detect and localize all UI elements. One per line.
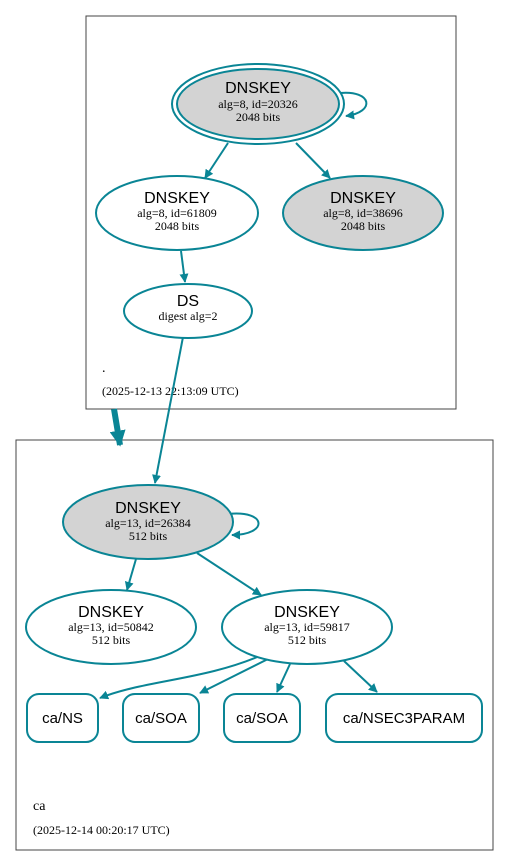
zone-root-name: . [102,361,106,376]
node-ca-zsk1-line2: 512 bits [92,633,131,647]
edge-ca-ksk-zsk2 [196,552,262,596]
node-ca-zsk2-title: DNSKEY [274,604,340,621]
node-root-ksk-title: DNSKEY [225,80,291,97]
node-root-ds-title: DS [177,293,199,310]
edge-ca-zsk2-soa2 [276,663,291,693]
node-ca-zsk1-line1: alg=13, id=50842 [68,620,154,634]
edge-root-ksk-zsk2 [295,142,331,179]
node-root-ksk-line1: alg=8, id=20326 [218,97,298,111]
node-ca-zsk2-line2: 512 bits [288,633,327,647]
node-ca-ksk-title: DNSKEY [115,500,181,517]
node-ca-ksk[interactable]: DNSKEY alg=13, id=26384 512 bits [62,484,234,560]
node-root-ksk[interactable]: DNSKEY alg=8, id=20326 2048 bits [171,63,345,145]
rrset-ca-soa-1-label: ca/SOA [135,710,187,727]
node-root-zsk2-line2: 2048 bits [341,219,386,233]
node-root-zsk2-title: DNSKEY [330,190,396,207]
node-root-ds-line1: digest alg=2 [158,309,217,323]
node-root-zsk2[interactable]: DNSKEY alg=8, id=38696 2048 bits [282,175,444,251]
rrset-ca-ns[interactable]: ca/NS [26,693,99,743]
rrset-ca-ns-label: ca/NS [42,710,83,727]
node-root-ksk-line2: 2048 bits [236,110,281,124]
edge-ca-ksk-zsk1 [124,558,137,591]
node-ca-zsk2-line1: alg=13, id=59817 [264,620,350,634]
node-root-zsk1-line1: alg=8, id=61809 [137,206,217,220]
rrset-ca-nsec3param[interactable]: ca/NSEC3PARAM [325,693,483,743]
edges [99,91,378,700]
node-root-zsk1-line2: 2048 bits [155,219,200,233]
edge-root-zsk1-ds [179,250,189,283]
edge-ca-zsk2-nsec3param [343,660,378,693]
edge-ca-zsk2-soa1 [199,658,269,694]
rrset-ca-soa-2-label: ca/SOA [236,710,288,727]
node-ca-zsk1[interactable]: DNSKEY alg=13, id=50842 512 bits [25,589,197,665]
node-ca-ksk-line2: 512 bits [129,529,168,543]
node-root-ds[interactable]: DS digest alg=2 [123,283,253,339]
edge-root-ksk-self [339,91,368,120]
zone-ca-name: ca [33,799,46,814]
edge-ca-zsk2-ns [99,654,263,700]
rrset-ca-nsec3param-label: ca/NSEC3PARAM [343,710,465,727]
node-ca-zsk1-title: DNSKEY [78,604,144,621]
node-root-zsk1-title: DNSKEY [144,190,210,207]
edge-root-ksk-zsk1 [204,142,229,179]
edge-ca-ksk-self [227,512,260,540]
zone-ca-timestamp: (2025-12-14 00:20:17 UTC) [33,823,170,837]
rrset-ca-soa-1[interactable]: ca/SOA [122,693,200,743]
delegation-edge-root-ca [109,408,126,447]
node-root-zsk1[interactable]: DNSKEY alg=8, id=61809 2048 bits [95,175,259,251]
zone-root-timestamp: (2025-12-13 22:13:09 UTC) [102,384,239,398]
node-ca-ksk-line1: alg=13, id=26384 [105,516,191,530]
node-ca-zsk2[interactable]: DNSKEY alg=13, id=59817 512 bits [221,589,393,665]
edge-ds-ca-ksk [152,336,184,484]
node-root-zsk2-line1: alg=8, id=38696 [323,206,403,220]
rrset-ca-soa-2[interactable]: ca/SOA [223,693,301,743]
